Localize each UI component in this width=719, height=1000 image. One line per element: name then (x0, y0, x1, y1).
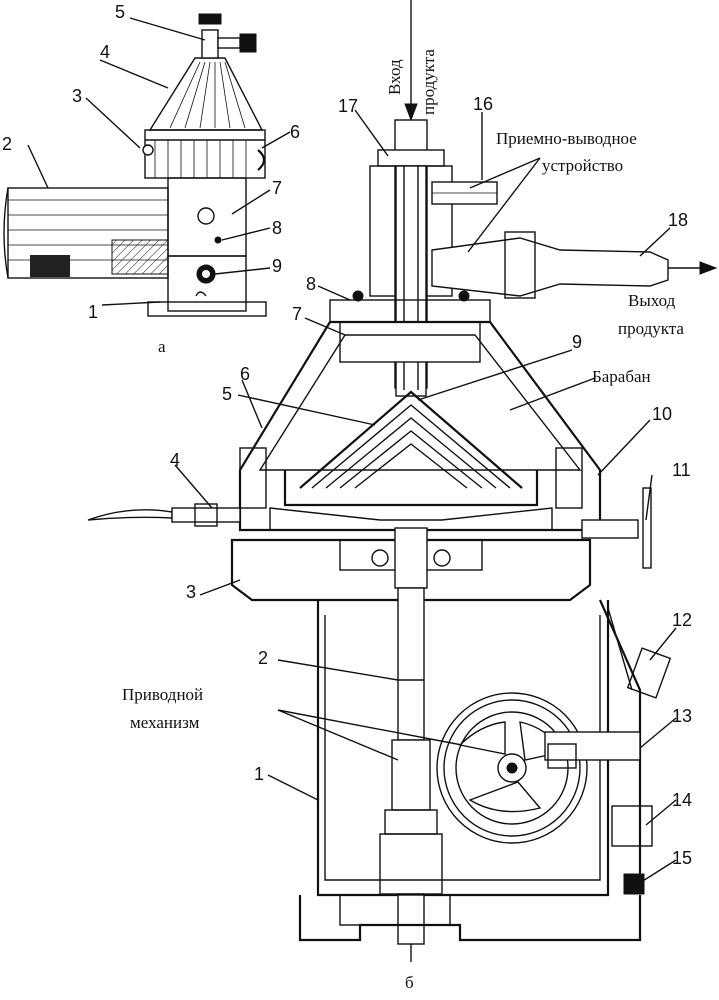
view-a-callout-4: 4 (100, 42, 110, 62)
view-a-callout-6: 6 (290, 122, 300, 142)
view-b-callout-13: 13 (672, 706, 692, 726)
view-b-callout-4: 4 (170, 450, 180, 470)
outlet-label-line1: Выход (628, 291, 676, 310)
inlet-label-line2: продукта (419, 49, 438, 115)
view-a-callout-2: 2 (2, 134, 12, 154)
drum-label: Барабан (592, 367, 651, 386)
inlet-label-2: продукта (419, 49, 438, 115)
view-a-caption: а (158, 337, 166, 356)
view-b-callout-2: 2 (258, 648, 268, 668)
view-b-callout-11: 11 (672, 460, 691, 480)
view-b-callout-5: 5 (222, 384, 232, 404)
view-b-callout-18: 18 (668, 210, 688, 230)
view-b-callout-17: 17 (338, 96, 358, 116)
view-b-callout-8: 8 (306, 274, 316, 294)
view-a-callout-3: 3 (72, 86, 82, 106)
view-b-callout-9: 9 (572, 332, 582, 352)
drive-mechanism-label-line2: механизм (130, 713, 200, 732)
view-b-caption: б (405, 973, 414, 992)
view-a-callout-7: 7 (272, 178, 282, 198)
view-b-callout-10: 10 (652, 404, 672, 424)
outlet-label-line2: продукта (618, 319, 684, 338)
inlet-label: Вход (385, 59, 404, 95)
view-b-callout-14: 14 (672, 790, 692, 810)
view-a-callout-5: 5 (115, 2, 125, 22)
view-b-callout-16: 16 (473, 94, 493, 114)
view-a-callout-8: 8 (272, 218, 282, 238)
view-b-callout-3: 3 (186, 582, 196, 602)
receiving-device-label-line1: Приемно-выводное (496, 129, 637, 148)
view-a-exterior-drawing (3, 13, 267, 317)
view-b-callout-6: 6 (240, 364, 250, 384)
view-b-callout-1: 1 (254, 764, 264, 784)
drive-mechanism-label-line1: Приводной (122, 685, 203, 704)
view-b-leaders (174, 109, 677, 885)
view-b-callout-12: 12 (672, 610, 692, 630)
view-b-callout-15: 15 (672, 848, 692, 868)
receiving-device-label-line2: устройство (542, 156, 623, 175)
view-a-callout-9: 9 (272, 256, 282, 276)
view-a-callout-1: 1 (88, 302, 98, 322)
view-b-callout-7: 7 (292, 304, 302, 324)
view-a-leaders (27, 17, 291, 306)
inlet-label-line1: Вход (385, 59, 404, 95)
